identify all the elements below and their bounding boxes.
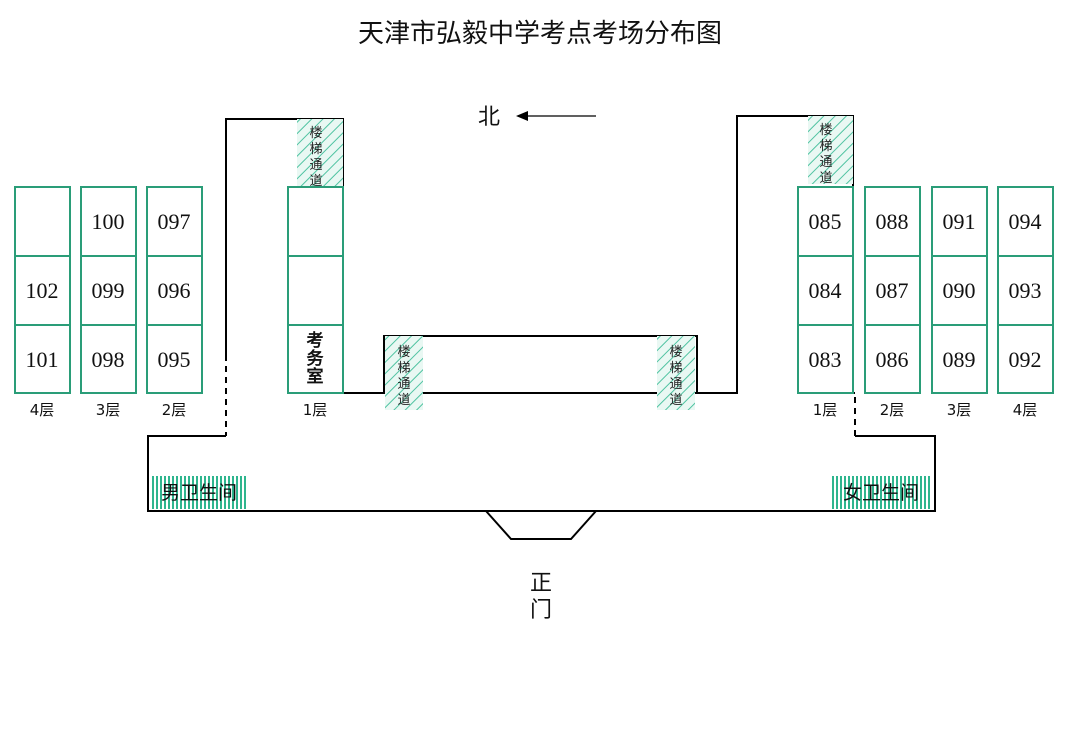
room-number: 091: [943, 209, 976, 234]
room-number: 086: [876, 347, 909, 372]
right-room-grid: [797, 186, 1054, 394]
stairs-left-top: 楼 梯 通 道: [297, 119, 343, 189]
room-number: 096: [158, 278, 191, 303]
middle-block-wall: [383, 335, 698, 393]
svg-text:通: 通: [669, 377, 682, 392]
svg-text:梯: 梯: [669, 361, 682, 376]
room-number: 093: [1009, 278, 1042, 303]
room-cell: [146, 324, 203, 394]
svg-text:通: 通: [309, 158, 322, 173]
left-room-grid: [14, 186, 344, 394]
exam-office-label: 室: [307, 366, 324, 387]
room-number: 099: [92, 278, 125, 303]
room-number: 088: [876, 209, 909, 234]
room-number: 101: [26, 347, 59, 372]
floor-label-right-3: 3层: [947, 401, 972, 419]
room-cell: [146, 255, 203, 326]
room-cell: [997, 186, 1054, 257]
floor-label-left-2: 2层: [162, 401, 187, 419]
floor-label-left-1: 1层: [303, 401, 328, 419]
svg-text:梯: 梯: [309, 142, 322, 157]
room-number: 085: [809, 209, 842, 234]
map-title: 天津市弘毅中学考点考场分布图: [358, 19, 722, 49]
floor-label-left-4: 4层: [30, 401, 55, 419]
room-cell: [797, 186, 854, 257]
room-cell: [14, 255, 71, 326]
room-cell: [287, 186, 344, 257]
svg-text:楼: 楼: [819, 123, 832, 138]
north-indicator: 北: [478, 105, 596, 130]
floor-label-right-4: 4层: [1013, 401, 1038, 419]
room-number: 083: [809, 347, 842, 372]
svg-text:梯: 梯: [397, 361, 410, 376]
room-number: 084: [809, 278, 842, 303]
stairs-middle-right: 楼 梯 通 道: [657, 336, 695, 410]
room-cell: [931, 186, 988, 257]
right-room-labels: 085 084 083 088 087 086 091 090 089 094 …: [809, 209, 1042, 372]
room-cell: [80, 255, 137, 326]
svg-text:女卫生间: 女卫生间: [843, 482, 919, 504]
room-number: 095: [158, 347, 191, 372]
room-number: 092: [1009, 347, 1042, 372]
svg-text:梯: 梯: [819, 139, 832, 154]
floor-label-left-3: 3层: [96, 401, 121, 419]
room-cell: [80, 324, 137, 394]
room-cell: [146, 186, 203, 257]
floor-labels: 4层 3层 2层 1层 1层 2层 3层 4层: [30, 401, 1038, 419]
room-number: 087: [876, 278, 909, 303]
exam-office-label: 务: [307, 348, 325, 369]
room-cell: [997, 255, 1054, 326]
room-cell: [14, 186, 71, 257]
room-cell: [797, 324, 854, 394]
north-label: 北: [478, 105, 500, 130]
svg-text:楼: 楼: [309, 126, 322, 141]
main-gate-char-2: 门: [530, 598, 552, 623]
front-corridor-wall: [147, 435, 936, 512]
room-number: 094: [1009, 209, 1042, 234]
building-outline: [147, 115, 936, 540]
svg-text:道: 道: [397, 393, 410, 408]
room-cell: [797, 255, 854, 326]
floor-label-right-2: 2层: [880, 401, 905, 419]
room-cell: [864, 324, 921, 394]
svg-text:通: 通: [397, 377, 410, 392]
room-number: 089: [943, 347, 976, 372]
room-cell: [287, 255, 344, 326]
restroom-female: 女卫生间: [832, 476, 930, 509]
stairs-middle-left: 楼 梯 通 道: [385, 336, 423, 410]
exam-office-room: [287, 324, 344, 394]
svg-text:道: 道: [309, 174, 322, 189]
room-number: 090: [943, 278, 976, 303]
floor-label-right-1: 1层: [813, 401, 838, 419]
svg-text:楼: 楼: [397, 345, 410, 360]
arrow-left-icon: [516, 111, 528, 121]
svg-text:道: 道: [669, 393, 682, 408]
restroom-male: 男卫生间: [150, 476, 247, 509]
left-room-labels: 102 101 100 099 098 097 096 095 考 务 室: [26, 209, 325, 387]
main-gate-char-1: 正: [530, 571, 552, 596]
room-number: 100: [92, 209, 125, 234]
gate-shape: [485, 510, 597, 540]
room-cell: [931, 324, 988, 394]
room-number: 097: [158, 209, 191, 234]
room-cell: [997, 324, 1054, 394]
room-cell: [14, 324, 71, 394]
stairs-right-top: 楼 梯 通 道: [808, 116, 853, 186]
svg-text:楼: 楼: [669, 345, 682, 360]
svg-text:通: 通: [819, 155, 832, 170]
exam-office-label: 考: [306, 330, 324, 351]
svg-text:道: 道: [819, 171, 832, 186]
room-number: 102: [26, 278, 59, 303]
room-number: 098: [92, 347, 125, 372]
svg-text:男卫生间: 男卫生间: [161, 482, 237, 504]
room-cell: [864, 255, 921, 326]
